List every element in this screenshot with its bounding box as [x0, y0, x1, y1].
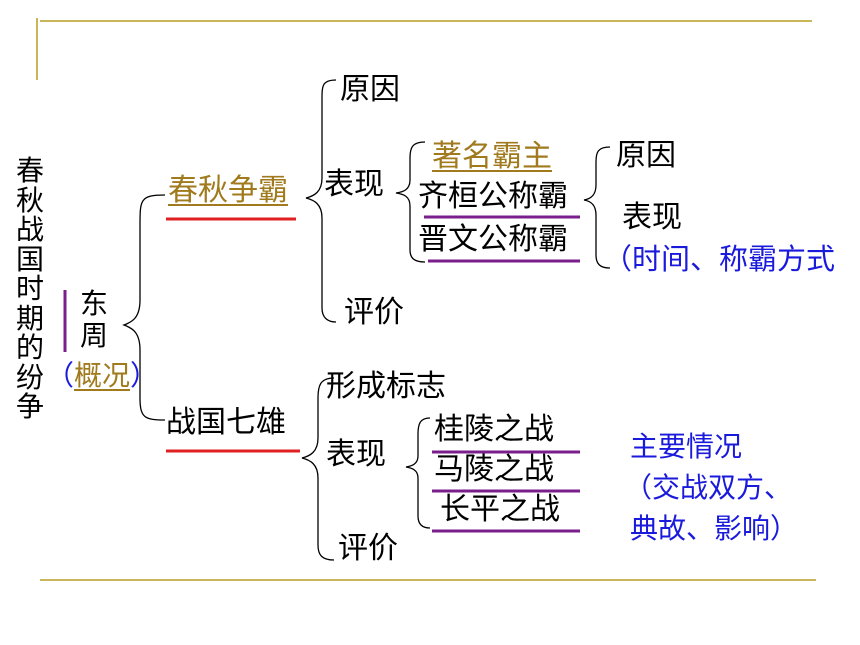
title-char: 期 [15, 301, 44, 335]
overview-close: ） [130, 359, 159, 392]
title-char: 春 [15, 154, 44, 187]
title-char: 秋 [15, 183, 44, 217]
hegemon-performance: 表现 [622, 200, 682, 235]
warring-states-sign: 形成标志 [326, 369, 446, 404]
hegemons-heading[interactable]: 著名霸主 [432, 139, 552, 174]
spring-autumn-cause: 原因 [340, 72, 400, 107]
title-char: 纷 [15, 360, 44, 394]
spring-autumn-brace [305, 79, 337, 323]
hegemon-cause: 原因 [616, 138, 676, 173]
warring-states-evaluation: 评价 [338, 531, 398, 566]
warring-states-node: 战国七雄 [166, 405, 286, 440]
hegemon-qi-huan: 齐桓公称霸 [418, 179, 568, 214]
root-char: 东 [79, 287, 108, 320]
spring-autumn-performance: 表现 [324, 167, 384, 202]
hegemon-note: （时间、称霸方式 [603, 242, 836, 276]
overview-link[interactable]: 概况 [74, 359, 131, 392]
title-char: 战 [15, 213, 44, 246]
hegemon-detail-brace [583, 146, 611, 269]
warring-states-performance: 表现 [326, 437, 386, 472]
root-brace [122, 194, 166, 421]
spring-autumn-evaluation: 评价 [344, 295, 404, 330]
root-char: 周 [79, 319, 108, 352]
overview-open: （ [46, 359, 75, 392]
hegemon-brace [395, 141, 426, 263]
overview-label: （概况） [46, 362, 158, 390]
warring-states-brace [301, 377, 335, 561]
battle-guiling: 桂陵之战 [434, 412, 554, 447]
title-char: 国 [15, 242, 44, 276]
spring-autumn-node[interactable]: 春秋争霸 [168, 173, 288, 208]
battles-note-line2: （交战双方、 [624, 471, 793, 504]
title-char: 时 [15, 272, 44, 305]
root-node: 东 周 [78, 288, 110, 352]
hegemon-jin-wen: 晋文公称霸 [418, 222, 568, 257]
title-char: 的 [15, 331, 44, 364]
battles-note-line1: 主要情况 [630, 430, 743, 463]
title-char: 争 [15, 390, 44, 423]
battle-changping: 长平之战 [440, 492, 560, 527]
battles-note-line3: 典故、影响） [630, 512, 799, 545]
battles-brace [405, 417, 431, 529]
page-title: 春 秋 战 国 时 期 的 纷 争 [14, 156, 46, 422]
battle-maling: 马陵之战 [434, 452, 554, 487]
